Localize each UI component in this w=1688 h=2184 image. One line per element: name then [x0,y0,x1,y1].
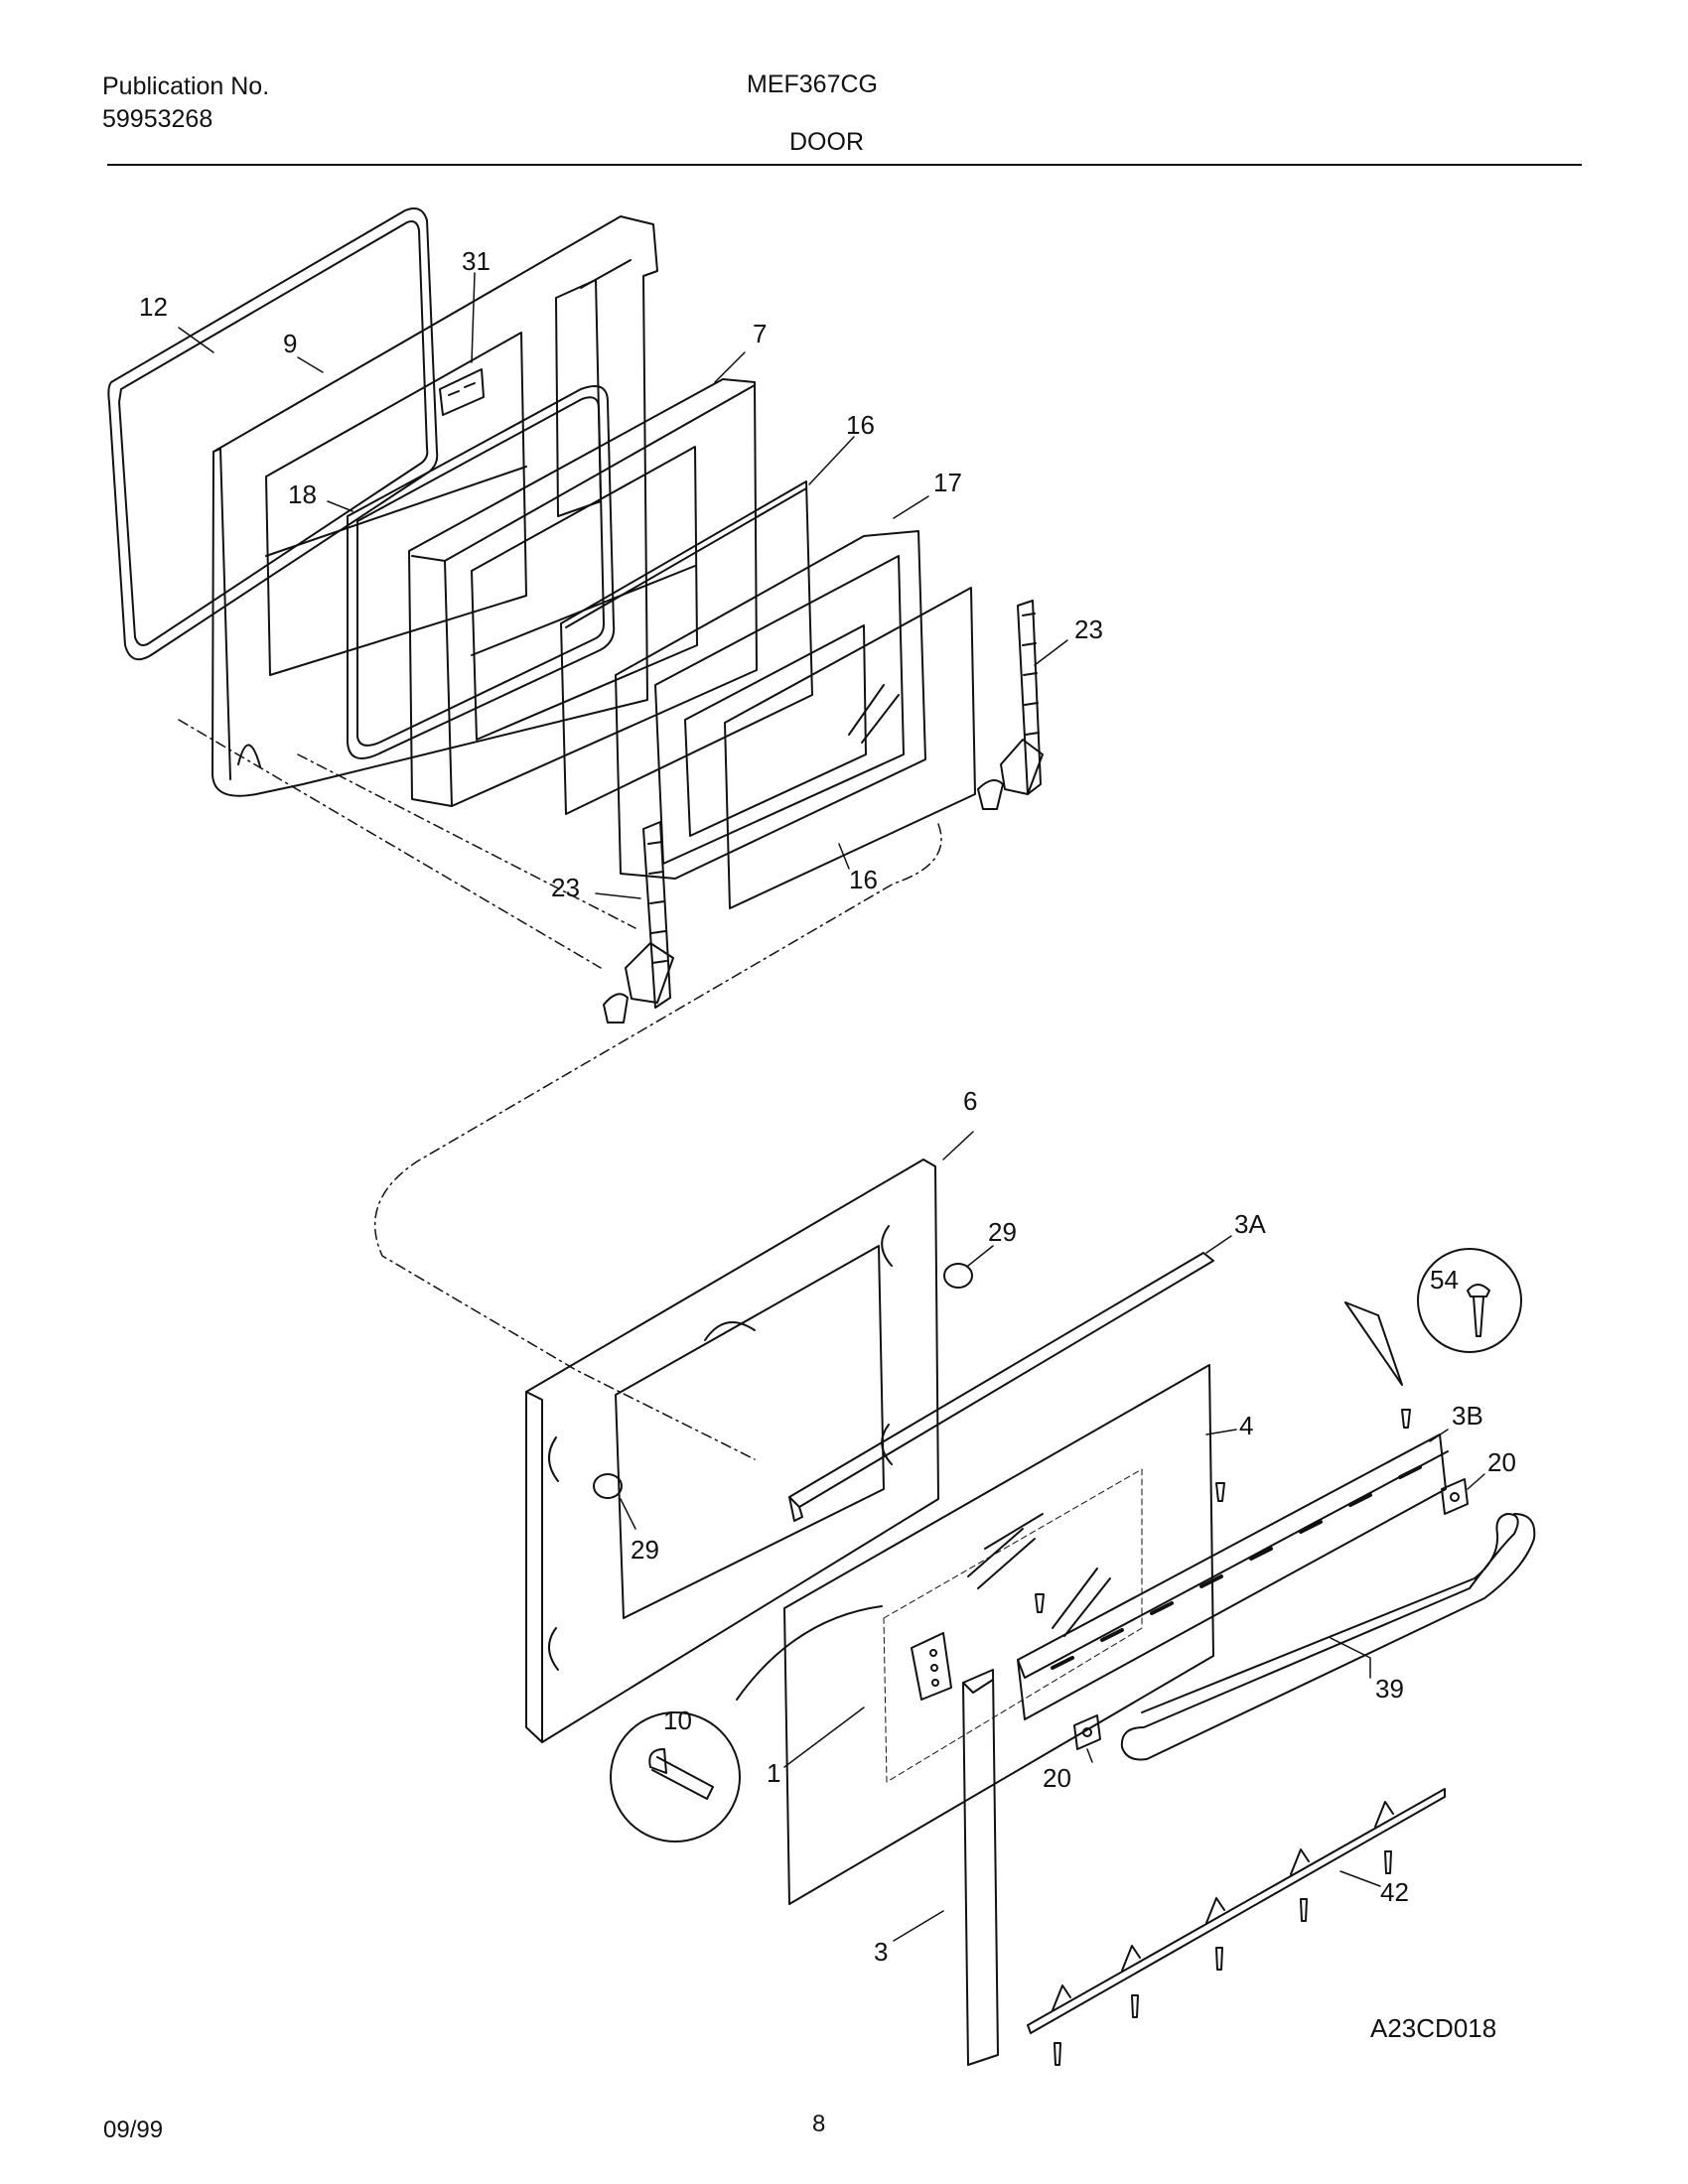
callout-16-lower: 16 [849,865,878,894]
door-gasket-part-12 [107,207,439,661]
assembly-path-lines [178,719,942,1460]
handle-bracket-part-3B [1017,1433,1449,1720]
plug-part-29-upper [943,1263,973,1289]
inner-door-liner-part-9 [211,215,658,797]
callout-3B: 3B [1452,1401,1483,1431]
callout-16-upper: 16 [846,410,875,440]
callout-23-right: 23 [1074,614,1103,644]
callout-3A: 3A [1234,1209,1266,1239]
outer-glass-part-4 [783,1364,1214,1905]
callout-23-left: 23 [551,873,580,902]
hinge-part-23-left [603,821,674,1024]
publication-date: 09/99 [103,2116,164,2143]
callout-18: 18 [288,479,317,509]
grommet-part-20-left [1073,1714,1101,1750]
callout-6: 6 [963,1086,977,1116]
glass-panel-part-16-upper [560,480,813,815]
callout-31: 31 [462,246,491,276]
publication-number: 59953268 [102,105,213,133]
hinge-part-23-right [977,600,1044,810]
callout-7: 7 [753,319,767,348]
grommet-part-20-right [1441,1478,1469,1515]
callout-4: 4 [1239,1411,1253,1440]
detail-circle-part-54 [1344,1248,1522,1386]
hinge-block-part-1 [911,1632,952,1701]
insulation-frame-part-7 [408,378,758,807]
bottom-trim-part-42 [1027,1788,1446,2066]
callout-1: 1 [767,1758,780,1788]
glass-frame-part-17 [615,530,926,880]
callout-17: 17 [933,468,962,497]
outer-door-panel-part-6 [525,1159,939,1743]
screw-icons [1035,1409,1411,1613]
bracket-part-31 [439,368,485,416]
callout-10: 10 [663,1706,692,1735]
callout-20-right: 20 [1487,1447,1516,1477]
glass-panel-part-16-lower [724,587,976,909]
side-trim-part-3 [962,1669,999,2066]
callout-29-lower: 29 [631,1535,659,1565]
model-number: MEF367CG [747,70,878,98]
plug-part-29-lower [593,1473,623,1499]
door-handle-part-39 [1120,1513,1536,1761]
section-title: DOOR [789,128,864,156]
callout-54: 54 [1430,1265,1459,1295]
callout-12: 12 [139,292,168,322]
callout-9: 9 [283,329,297,358]
callout-42: 42 [1380,1877,1409,1907]
gasket-wire-part-18 [347,385,616,759]
callout-29-upper: 29 [988,1217,1017,1247]
callout-labels: 12 31 9 7 16 17 18 23 23 16 6 29 3A 54 3… [139,246,1516,2043]
callout-39: 39 [1375,1674,1404,1704]
drawing-code: A23CD018 [1370,2013,1496,2043]
detail-circle-part-10 [610,1605,883,1843]
publication-label: Publication No. [102,72,270,100]
page-number: 8 [812,2111,826,2137]
callout-3: 3 [874,1937,888,1967]
leader-lines [178,272,1485,1942]
callout-20-left: 20 [1043,1763,1071,1793]
trim-strip-part-3A [788,1252,1214,1522]
header-rule [107,164,1582,166]
